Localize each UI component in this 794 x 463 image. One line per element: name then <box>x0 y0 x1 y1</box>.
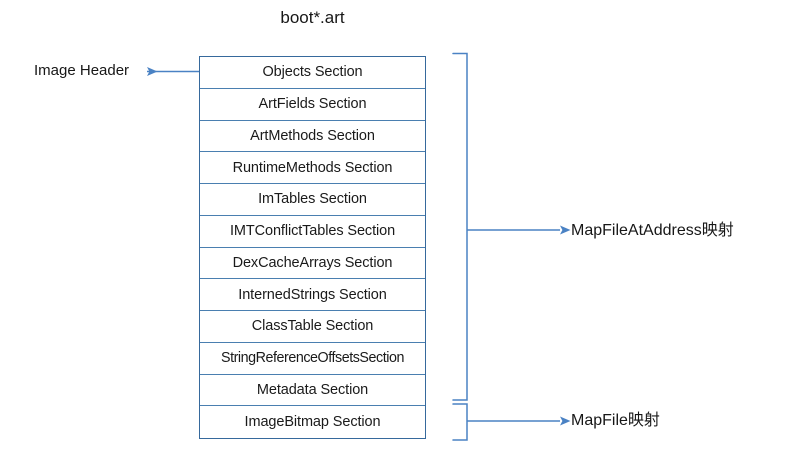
mapfileataddress-label: MapFileAtAddress映射 <box>571 222 734 239</box>
section-label-artmethods: ArtMethods Section <box>250 127 375 144</box>
mapfileataddress-brace <box>452 52 571 401</box>
section-row: ArtFields Section <box>200 88 425 121</box>
section-label-artfields: ArtFields Section <box>258 96 367 113</box>
mapfile-brace <box>452 403 571 441</box>
section-label-stringreferenceoffsets: StringReferenceOffsetsSection <box>221 350 404 367</box>
section-label-runtimemethods: RuntimeMethods Section <box>232 159 393 176</box>
section-row: StringReferenceOffsetsSection <box>200 342 425 375</box>
section-row: ImTables Section <box>200 184 425 216</box>
section-row: RuntimeMethods Section <box>200 152 425 184</box>
section-label-internedstrings: InternedStrings Section <box>238 286 387 303</box>
section-label-dexcachearrays: DexCacheArrays Section <box>232 254 393 271</box>
section-label-classtable: ClassTable Section <box>251 318 374 335</box>
section-row: ClassTable Section <box>200 311 425 343</box>
section-stack: Objects Section ArtFields Section ArtMet… <box>199 56 426 439</box>
section-label-metadata: Metadata Section <box>256 381 369 398</box>
section-label-imagebitmap: ImageBitmap Section <box>244 414 381 431</box>
mapfile-label: MapFile映射 <box>571 412 660 429</box>
section-label-imtables: ImTables Section <box>258 191 367 208</box>
section-label-imtconflicttables: IMTConflictTables Section <box>229 223 396 240</box>
diagram-title: boot*.art <box>280 8 345 27</box>
section-row: IMTConflictTables Section <box>200 215 425 248</box>
section-row: Metadata Section <box>200 374 425 407</box>
image-header-label: Image Header <box>34 62 130 79</box>
section-row: InternedStrings Section <box>200 279 425 311</box>
section-row: DexCacheArrays Section <box>200 247 425 280</box>
section-row: ImageBitmap Section <box>200 406 425 438</box>
section-row: Objects Section <box>200 57 425 89</box>
section-label-objects: Objects Section <box>262 64 363 81</box>
section-row: ArtMethods Section <box>200 120 425 153</box>
